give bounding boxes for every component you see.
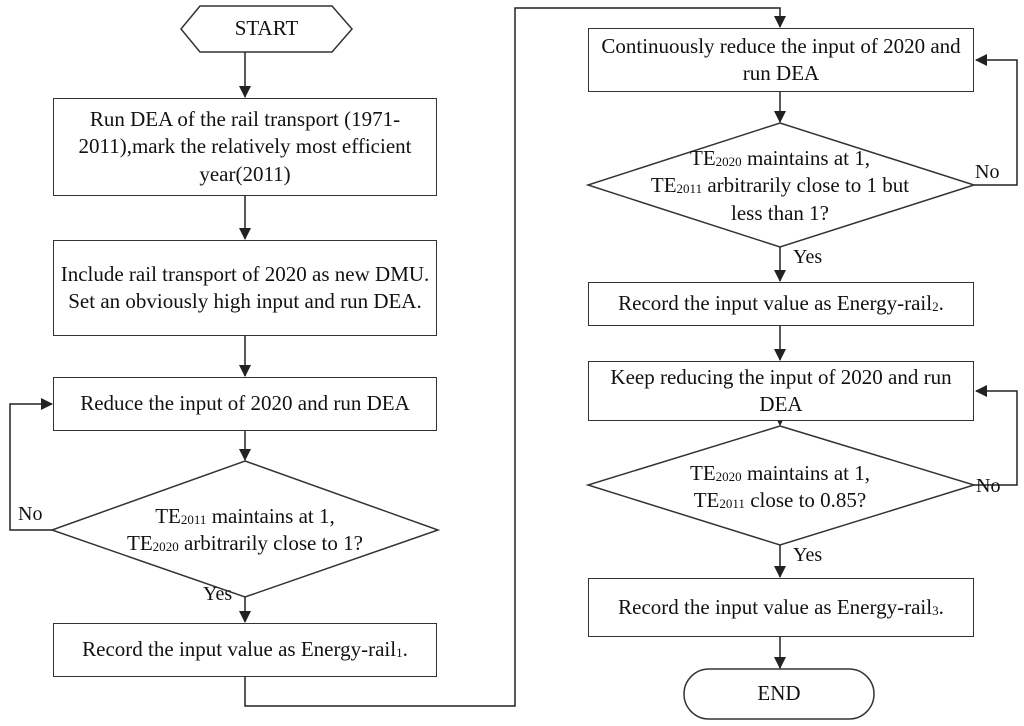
start-label: START [234,16,299,41]
arrow-record-1-to-continuously [244,7,786,707]
decision-3-text: TE2020 maintains at 1, TE2011 close to 0… [630,458,930,516]
arrow-decision-3-no-loop [974,385,1018,486]
arrow-decision-2-no-loop [974,54,1018,186]
label-no-decision-3: No [976,475,1001,497]
process-record-energy-rail-1: Record the input value as Energy-rail1. [53,623,437,677]
decision-2-text: TE2020 maintains at 1, TE2011 arbitraril… [630,145,930,227]
decision-2-line-2: TE2011 arbitrarily close to 1 but [650,173,910,198]
process-include-2020: Include rail transport of 2020 as new DM… [53,240,437,336]
process-continuously-reduce: Continuously reduce the input of 2020 an… [588,28,974,92]
label-no-decision-2: No [975,161,1000,183]
process-keep-reducing: Keep reducing the input of 2020 and run … [588,361,974,421]
decision-3-line-2: TE2011 close to 0.85? [693,488,867,512]
process-include-2020-text: Include rail transport of 2020 as new DM… [60,261,430,313]
decision-2-line-1: TE2020 maintains at 1, [690,146,870,171]
arrow-decision-1-no-loop [9,398,53,531]
decision-3-line-1: TE2020 maintains at 1, [690,460,870,485]
label-yes-decision-1: Yes [203,583,233,605]
decision-1-line-2: TE2020 arbitrarily close to 1? [127,531,363,555]
process-record-energy-rail-1-text: Record the input value as Energy-rail1. [82,637,408,662]
process-run-dea: Run DEA of the rail transport (1971-2011… [53,98,437,196]
process-record-energy-rail-3-text: Record the input value as Energy-rail3. [618,594,944,619]
end-label: END [757,681,801,706]
label-no-decision-1: No [18,503,43,525]
process-run-dea-text: Run DEA of the rail transport (1971-2011… [78,107,412,186]
decision-1-text: TE2011 maintains at 1, TE2020 arbitraril… [95,500,395,560]
process-continuously-reduce-text: Continuously reduce the input of 2020 an… [601,33,961,85]
process-record-energy-rail-2-text: Record the input value as Energy-rail2. [618,291,944,316]
decision-2-line-3: less than 1? [731,200,829,225]
process-record-energy-rail-2: Record the input value as Energy-rail2. [588,282,974,326]
start-terminator-shape [180,5,353,53]
process-record-energy-rail-3: Record the input value as Energy-rail3. [588,578,974,637]
process-keep-reducing-text: Keep reducing the input of 2020 and run … [610,364,952,416]
end-terminator-shape [683,668,875,720]
label-yes-decision-3: Yes [793,544,823,566]
process-reduce-input: Reduce the input of 2020 and run DEA [53,377,437,431]
label-yes-decision-2: Yes [793,246,823,268]
process-reduce-input-text: Reduce the input of 2020 and run DEA [80,391,410,416]
decision-1-line-1: TE2011 maintains at 1, [155,503,335,528]
